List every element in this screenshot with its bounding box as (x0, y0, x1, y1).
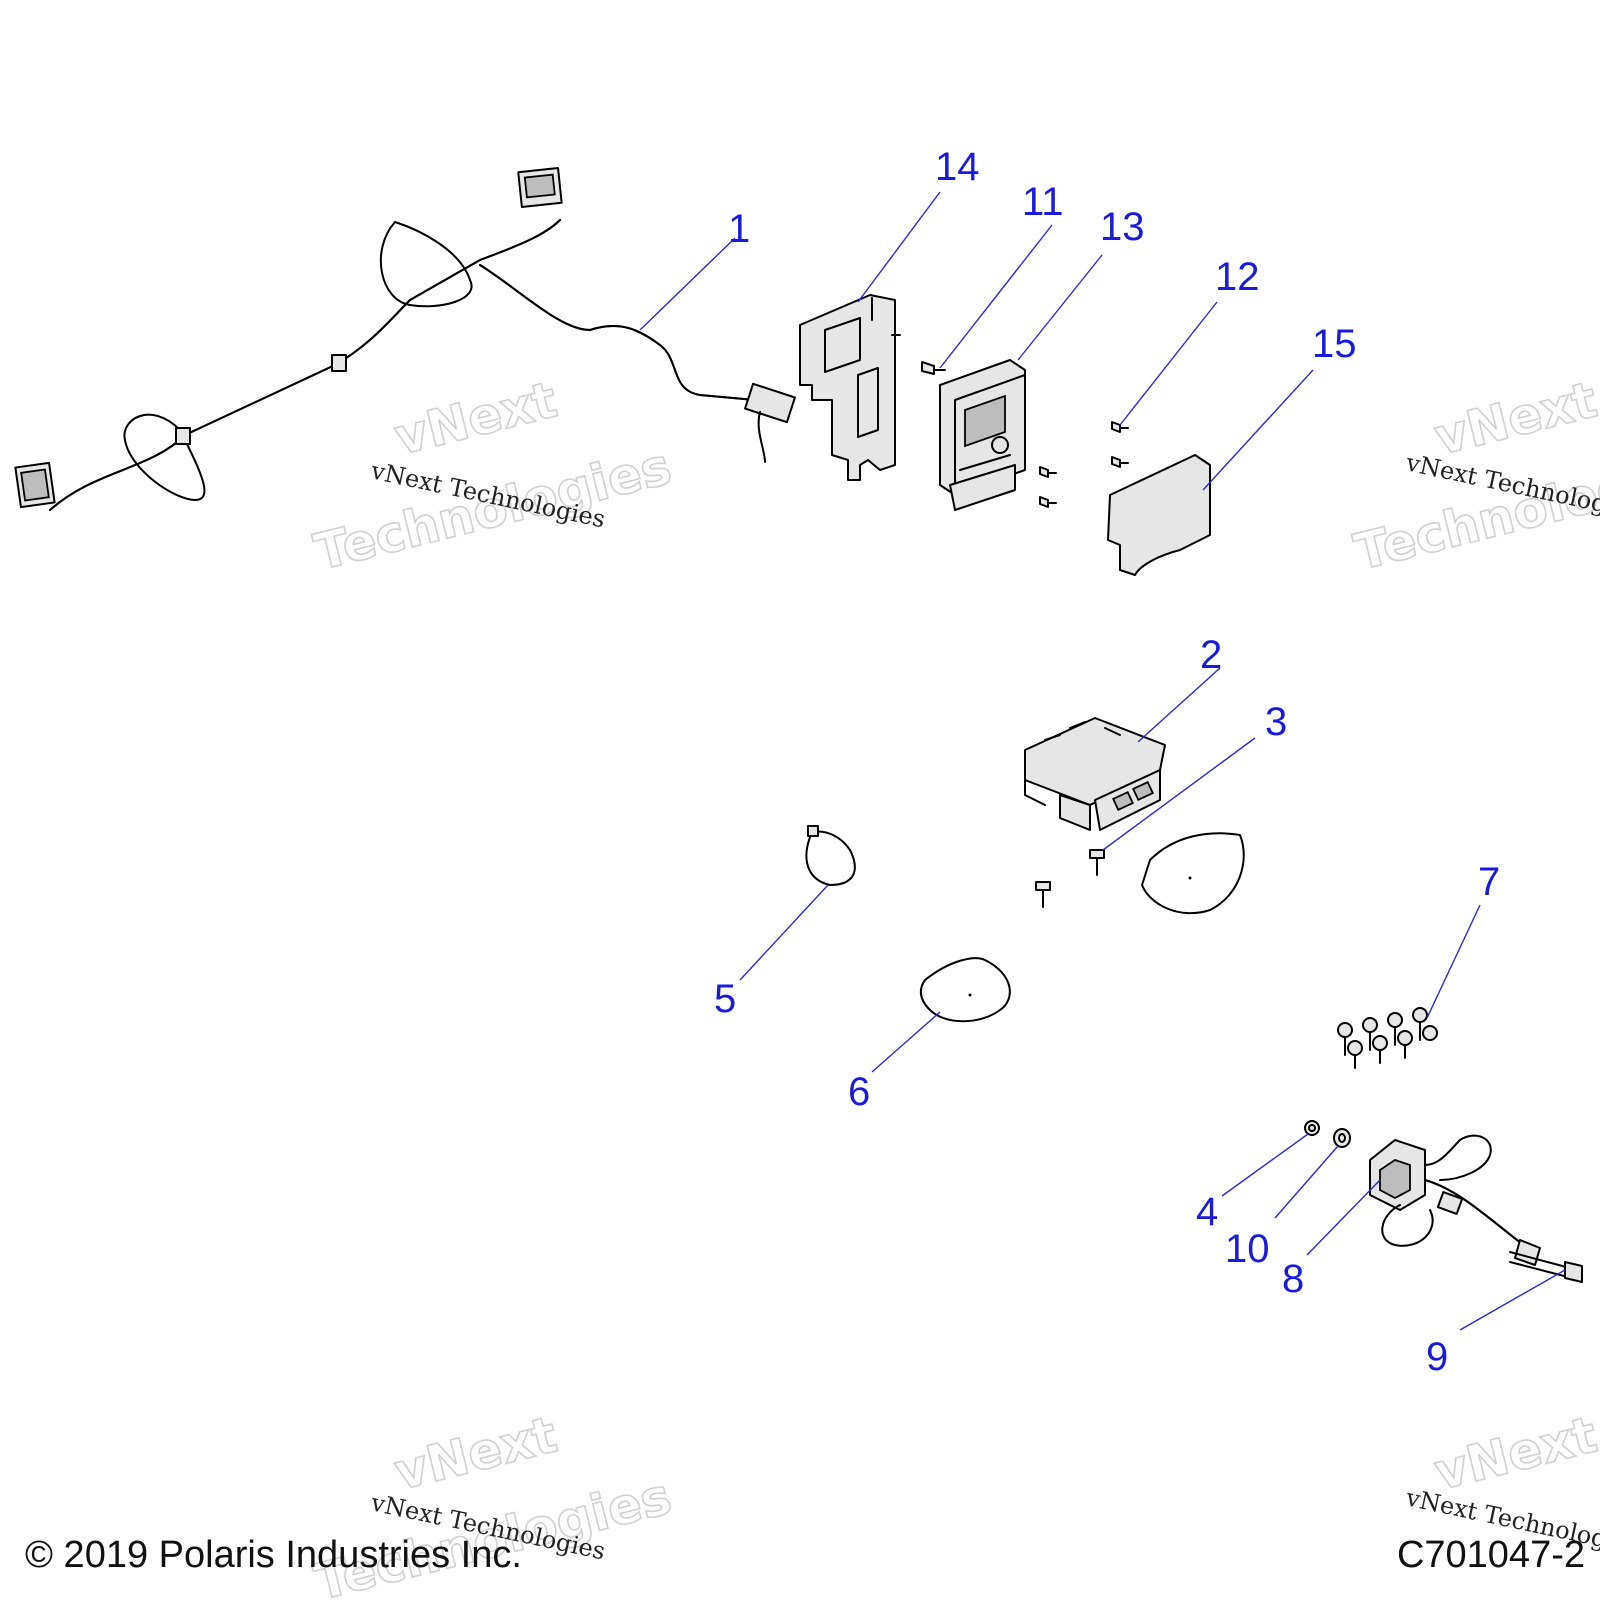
leader-11 (939, 224, 1053, 369)
part-11-screw (921, 361, 946, 375)
watermark-big-top: vNext (389, 1406, 563, 1502)
copyright-notice: © 2019 Polaris Industries Inc. (25, 1534, 522, 1576)
part-3-screws (1035, 849, 1105, 908)
part-8-relay-harness (1369, 1134, 1541, 1266)
part-10-spacer (1333, 1128, 1351, 1148)
large-cable-tie-loop (1141, 832, 1245, 915)
part-13-ecu-module (939, 359, 1026, 511)
part-2-control-module (1024, 717, 1166, 831)
callout-8: 8 (1282, 1257, 1304, 1301)
leader-13 (1017, 254, 1103, 361)
callout-13: 13 (1100, 205, 1145, 249)
leader-14 (857, 191, 941, 303)
part-7-push-clips (1337, 1007, 1438, 1069)
leader-5 (739, 884, 829, 981)
leader-7 (1426, 904, 1481, 1019)
callout-10: 10 (1225, 1227, 1270, 1271)
leader-3 (1102, 737, 1256, 851)
leader-6 (871, 1011, 941, 1073)
callout-9: 9 (1426, 1335, 1448, 1379)
callout-3: 3 (1265, 700, 1287, 744)
callout-5: 5 (714, 977, 736, 1021)
leader-lines (639, 191, 1566, 1331)
callout-12: 12 (1215, 255, 1260, 299)
part-12-screws (1039, 421, 1129, 508)
part-5-cable-tie (805, 825, 856, 886)
callout-14: 14 (935, 145, 980, 189)
leader-15 (1202, 369, 1314, 491)
leader-10 (1274, 1145, 1339, 1219)
part-4-nut (1304, 1120, 1320, 1136)
callout-7: 7 (1478, 860, 1500, 904)
watermark-group-top-left: vNext Technologies vNext Technologies (308, 370, 677, 583)
leader-2 (1137, 667, 1221, 743)
callout-labels: 1 2 3 4 5 6 7 8 9 10 11 12 13 14 15 (714, 145, 1500, 1379)
callout-4: 4 (1196, 1190, 1218, 1234)
watermark-big-top: vNext (1429, 371, 1600, 467)
drawing-number: C701047-2 (1397, 1534, 1585, 1576)
callout-15: 15 (1312, 322, 1357, 366)
watermark-group-top-right: vNext Technologies vNext Technologies (1348, 370, 1600, 583)
watermark-big-top: vNext (1429, 1406, 1600, 1502)
callout-1: 1 (728, 207, 750, 251)
leader-1 (639, 237, 736, 331)
part-15-cover-plate (1107, 454, 1211, 576)
leader-9 (1459, 1269, 1566, 1331)
leader-8 (1306, 1179, 1381, 1256)
part-1-wiring-harness (14, 167, 796, 511)
watermark-big-top: vNext (389, 371, 563, 467)
part-6-cable-tie (919, 957, 1011, 1023)
callout-11: 11 (1022, 180, 1064, 224)
leader-12 (1119, 301, 1218, 426)
callout-6: 6 (848, 1070, 870, 1114)
callout-2: 2 (1200, 633, 1222, 677)
leader-4 (1221, 1133, 1309, 1197)
part-14-mounting-bracket (799, 294, 901, 481)
